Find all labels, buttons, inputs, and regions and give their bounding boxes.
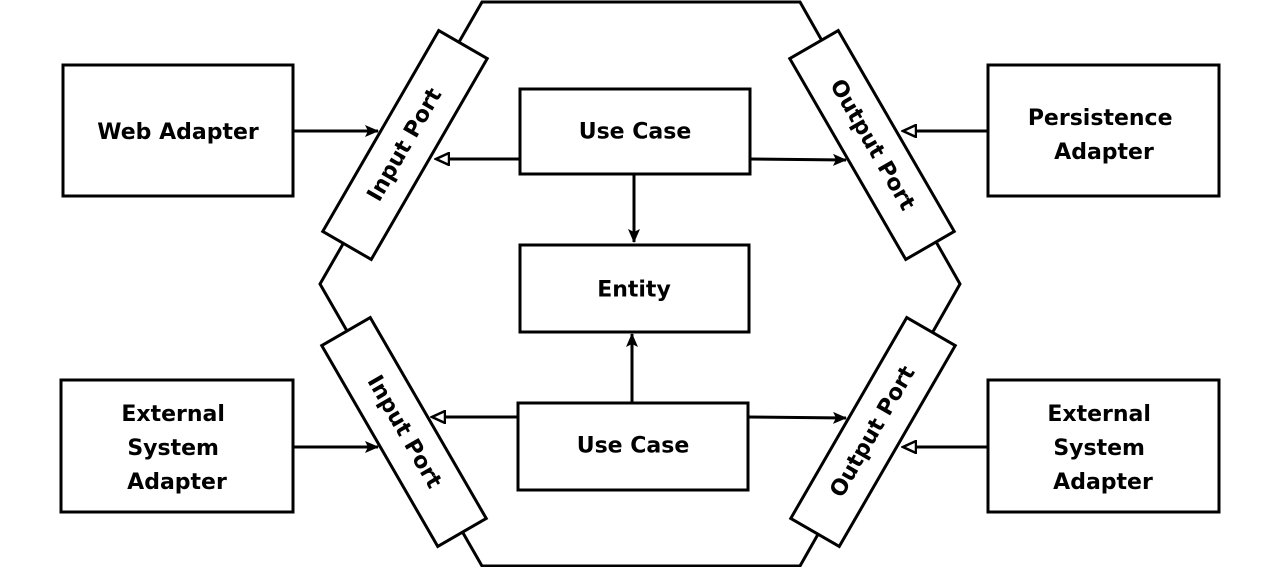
use-case-bottom-label: Use Case: [577, 434, 690, 459]
persistence-adapter-label-line-2: Adapter: [1054, 140, 1154, 165]
web-adapter: Web Adapter: [61, 63, 295, 198]
output-port-top: Output Port: [787, 28, 957, 262]
arrow-usecase-top-to-output-port: [749, 153, 847, 166]
external-right-label-line-3: Adapter: [1053, 470, 1153, 495]
use-case-top: Use Case: [518, 87, 752, 176]
input-port-bottom: Input Port: [319, 315, 489, 549]
web-adapter-label: Web Adapter: [97, 120, 259, 145]
entity-label: Entity: [597, 278, 671, 303]
external-left-label-line-1: External: [121, 402, 225, 427]
svg-text:External System Ad: External System Adapter: [121, 402, 232, 495]
arrow-usecase-bottom-to-output-port: [747, 411, 847, 424]
output-port-bottom: Output Port: [788, 315, 958, 549]
external-system-adapter-left: External System Adapter: [59, 378, 295, 514]
external-left-label-line-3: Adapter: [127, 470, 227, 495]
persistence-adapter: Persistence Adapter: [986, 63, 1221, 198]
external-right-label-line-2: System: [1053, 436, 1145, 461]
use-case-top-label: Use Case: [579, 120, 692, 145]
entity: Entity: [518, 243, 751, 334]
external-system-adapter-right: External System Adapter: [986, 378, 1221, 514]
external-right-label-line-1: External: [1047, 402, 1151, 427]
svg-text:Web Adapter: Web Adapter: [97, 120, 259, 145]
svg-text:External System Ad: External System Adapter: [1047, 402, 1158, 495]
application-hexagon: [318, 0, 962, 567]
use-case-bottom: Use Case: [516, 401, 750, 492]
persistence-adapter-label-line-1: Persistence: [1028, 106, 1173, 131]
svg-text:Persistence Adapter: Persistence Adapter: [1028, 106, 1180, 165]
input-port-top: Input Port: [320, 28, 490, 262]
external-left-label-line-2: System: [127, 436, 219, 461]
